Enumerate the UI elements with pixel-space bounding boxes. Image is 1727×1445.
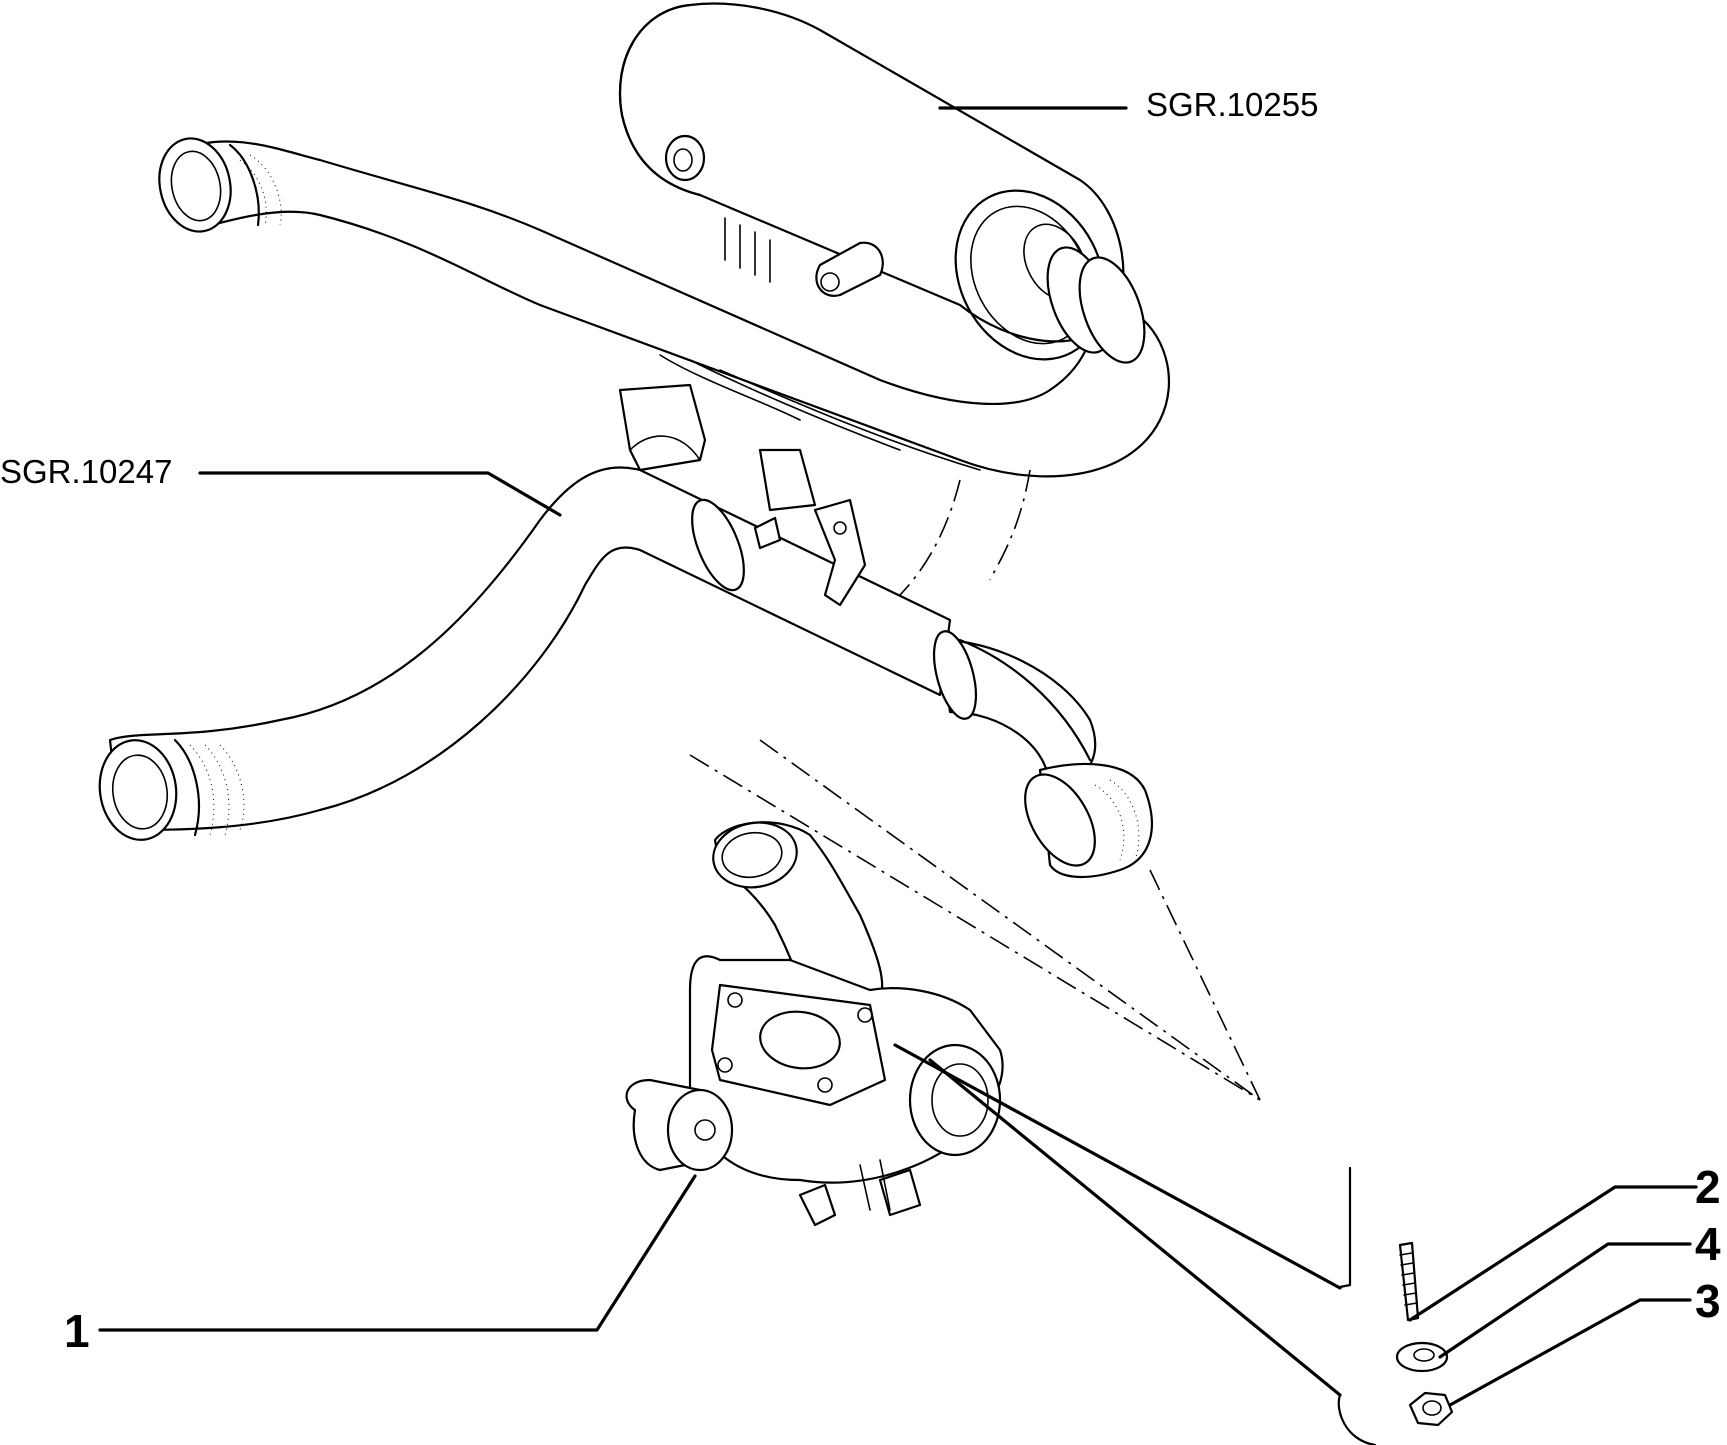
part-number-2: 2: [1695, 1161, 1721, 1213]
muffler-reference-label: SGR.10255: [1146, 86, 1318, 123]
upper-pipe-drawing: [158, 137, 1170, 478]
bracket-drawing: [618, 354, 1031, 621]
leader-lines: [98, 106, 1698, 1407]
fastener-set-drawing: [1337, 1166, 1454, 1445]
muffler-drawing: [618, 2, 1125, 361]
part-number-3: 3: [1695, 1275, 1721, 1327]
part-number-1: 1: [64, 1305, 90, 1357]
lower-pipe-drawing: [98, 466, 1153, 879]
part-number-4: 4: [1695, 1218, 1721, 1270]
turbocharger-drawing: [625, 739, 1261, 1227]
pipe-reference-label: SGR.10247: [0, 453, 172, 490]
